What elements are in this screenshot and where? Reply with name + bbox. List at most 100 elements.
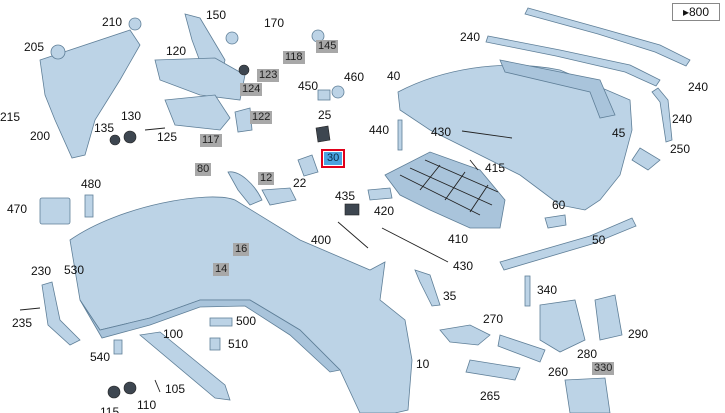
label-430-top[interactable]: 430 — [431, 125, 452, 139]
pin-340[interactable] — [524, 275, 531, 307]
sensor-450[interactable] — [317, 89, 331, 101]
rear-diffuser-upper[interactable] — [397, 64, 633, 211]
label-170[interactable]: 170 — [264, 16, 285, 30]
part-60[interactable] — [544, 214, 567, 229]
bracket-420[interactable] — [367, 187, 393, 201]
label-200[interactable]: 200 — [30, 129, 51, 143]
label-410[interactable]: 410 — [448, 232, 469, 246]
label-470[interactable]: 470 — [7, 202, 28, 216]
label-110[interactable]: 110 — [137, 398, 157, 412]
grommet-205[interactable] — [50, 44, 66, 60]
label-14[interactable]: 14 — [213, 263, 230, 276]
clip-510[interactable] — [209, 337, 221, 351]
label-120[interactable]: 120 — [166, 44, 187, 58]
grommet-210[interactable] — [128, 17, 142, 31]
trim-50[interactable] — [499, 217, 637, 271]
label-25[interactable]: 25 — [318, 108, 332, 122]
clip-110[interactable] — [123, 381, 137, 395]
left-bracket-200[interactable] — [39, 29, 141, 159]
label-240-low[interactable]: 240 — [672, 112, 693, 126]
label-205[interactable]: 205 — [24, 40, 45, 54]
label-265[interactable]: 265 — [480, 389, 501, 403]
label-117[interactable]: 117 — [200, 134, 222, 147]
rear-diffuser-grid[interactable] — [384, 151, 506, 229]
label-340[interactable]: 340 — [537, 283, 558, 297]
label-16[interactable]: 16 — [233, 243, 250, 256]
label-35[interactable]: 35 — [443, 289, 457, 303]
clip-540[interactable] — [113, 339, 123, 355]
label-40[interactable]: 40 — [387, 69, 401, 83]
label-123[interactable]: 123 — [257, 69, 280, 82]
strip-100[interactable] — [139, 331, 231, 401]
clip-170[interactable] — [225, 31, 239, 45]
exhaust-tip-330[interactable] — [564, 377, 611, 413]
label-500[interactable]: 500 — [236, 314, 257, 328]
label-115[interactable]: 115 — [100, 405, 120, 413]
label-530[interactable]: 530 — [64, 263, 85, 277]
trim-250[interactable] — [631, 147, 661, 171]
label-50[interactable]: 50 — [592, 233, 606, 247]
label-100[interactable]: 100 — [163, 327, 184, 341]
label-12[interactable]: 12 — [258, 172, 275, 185]
label-460[interactable]: 460 — [344, 70, 365, 84]
pin-440[interactable] — [397, 119, 403, 151]
label-22[interactable]: 22 — [293, 176, 307, 190]
label-215[interactable]: 215 — [0, 110, 21, 124]
label-250[interactable]: 250 — [670, 142, 691, 156]
clip-123[interactable] — [238, 64, 250, 76]
clip-500[interactable] — [209, 317, 233, 327]
clip-460[interactable] — [331, 85, 345, 99]
label-30-selected[interactable]: 30 — [320, 149, 346, 168]
sensor-435[interactable] — [344, 203, 360, 216]
bracket-25[interactable] — [315, 125, 331, 143]
part-12[interactable] — [261, 187, 297, 206]
label-135[interactable]: 135 — [94, 121, 115, 135]
trim-strip-240-top[interactable] — [524, 7, 691, 67]
label-280[interactable]: 280 — [577, 347, 598, 361]
label-118[interactable]: 118 — [283, 51, 305, 64]
sensor-480[interactable] — [84, 194, 94, 218]
exhaust-tip-290[interactable] — [594, 294, 623, 341]
label-60[interactable]: 60 — [552, 198, 566, 212]
next-page-link[interactable]: ▸800 — [672, 3, 720, 21]
exhaust-trim-280[interactable] — [539, 299, 586, 353]
label-270[interactable]: 270 — [483, 312, 504, 326]
label-330[interactable]: 330 — [592, 362, 615, 375]
label-122[interactable]: 122 — [250, 111, 273, 124]
label-145[interactable]: 145 — [316, 40, 339, 53]
label-480[interactable]: 480 — [81, 177, 102, 191]
label-240-top[interactable]: 240 — [460, 30, 481, 44]
label-420[interactable]: 420 — [374, 204, 395, 218]
label-540[interactable]: 540 — [90, 350, 111, 364]
strip-270[interactable] — [439, 324, 491, 346]
label-440[interactable]: 440 — [369, 123, 390, 137]
clip-135[interactable] — [109, 134, 121, 146]
module-470[interactable] — [39, 197, 71, 225]
clip-130[interactable] — [123, 130, 137, 144]
label-105[interactable]: 105 — [165, 382, 186, 396]
bracket-120[interactable] — [154, 57, 246, 101]
label-415[interactable]: 415 — [485, 161, 506, 175]
label-10[interactable]: 10 — [416, 357, 430, 371]
label-125[interactable]: 125 — [157, 130, 178, 144]
label-124[interactable]: 124 — [240, 83, 263, 96]
label-80[interactable]: 80 — [195, 163, 212, 176]
label-210[interactable]: 210 — [102, 15, 123, 29]
label-400[interactable]: 400 — [311, 233, 332, 247]
label-235[interactable]: 235 — [12, 316, 33, 330]
label-230[interactable]: 230 — [31, 264, 52, 278]
bracket-122[interactable] — [234, 107, 253, 133]
bracket-117[interactable] — [164, 94, 231, 131]
label-260[interactable]: 260 — [548, 365, 569, 379]
label-45[interactable]: 45 — [612, 126, 626, 140]
label-150[interactable]: 150 — [206, 8, 227, 22]
part-35[interactable] — [414, 269, 441, 307]
label-130[interactable]: 130 — [121, 109, 142, 123]
label-510[interactable]: 510 — [228, 337, 249, 351]
label-430-bottom[interactable]: 430 — [453, 259, 474, 273]
label-290[interactable]: 290 — [628, 327, 649, 341]
trim-strip-240-right[interactable] — [651, 87, 673, 143]
strip-260[interactable] — [497, 334, 546, 363]
bracket-22[interactable] — [297, 154, 319, 177]
bracket-230[interactable] — [41, 281, 81, 346]
